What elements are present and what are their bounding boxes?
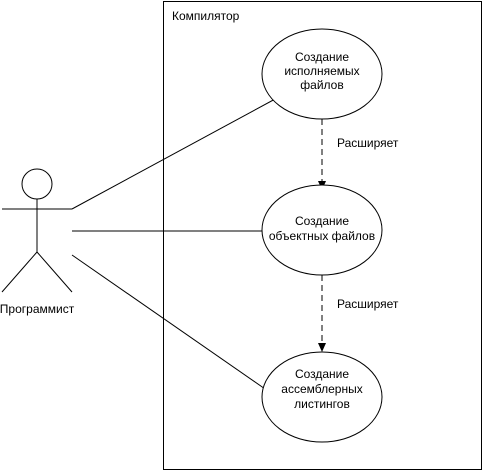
use-case-listing-line1: Создание	[295, 367, 349, 381]
use-case-executable-line3: файлов	[300, 78, 343, 92]
use-case-executable	[261, 28, 383, 120]
use-case-executable-line2: исполняемых	[284, 64, 359, 78]
use-case-object	[261, 184, 383, 276]
extend-label-2: Расширяет	[337, 297, 399, 311]
actor-figure	[1, 168, 73, 293]
association-listing	[71, 254, 269, 392]
use-case-listing-line2: ассемблерных	[281, 382, 362, 396]
system-title: Компилятор	[172, 9, 240, 23]
use-case-listing	[261, 351, 383, 443]
use-case-object-line2: объектных файлов	[269, 229, 375, 243]
use-case-listing-line3: листингов	[294, 397, 350, 411]
actor-name: Программист	[0, 302, 75, 316]
use-case-object-line1: Создание	[295, 214, 349, 228]
extend-label-1: Расширяет	[337, 136, 399, 150]
actor-left-leg	[1, 251, 38, 293]
use-case-executable-line1: Создание	[295, 50, 349, 64]
actor-right-leg	[36, 251, 73, 293]
association-executable	[71, 97, 278, 210]
actor-head	[21, 168, 53, 200]
